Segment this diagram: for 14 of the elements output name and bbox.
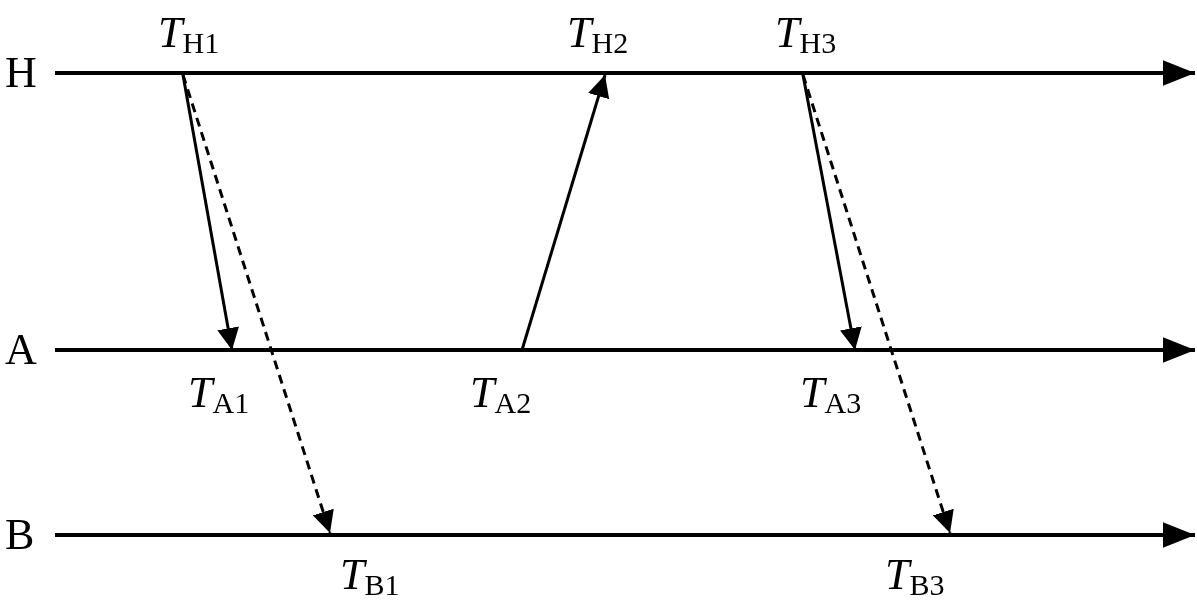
timeline-label: A <box>5 325 37 375</box>
time-label: T$_{B3}$ <box>885 550 945 600</box>
time-label: T$_{H2}$ <box>567 8 629 58</box>
time-label: T$_{H3}$ <box>775 8 837 58</box>
time-label: T$_{A2}$ <box>470 368 532 418</box>
time-label: T$_{A1}$ <box>188 368 250 418</box>
dashed-arrow <box>801 74 954 534</box>
time-label: T$_{B1}$ <box>340 550 400 600</box>
dashed-arrow <box>181 74 334 534</box>
time-label: T$_{H1}$ <box>158 8 220 58</box>
timeline-label: H <box>5 48 37 98</box>
time-label: T$_{A3}$ <box>800 368 862 418</box>
arrow <box>520 74 610 351</box>
timeline-label: B <box>5 510 35 560</box>
